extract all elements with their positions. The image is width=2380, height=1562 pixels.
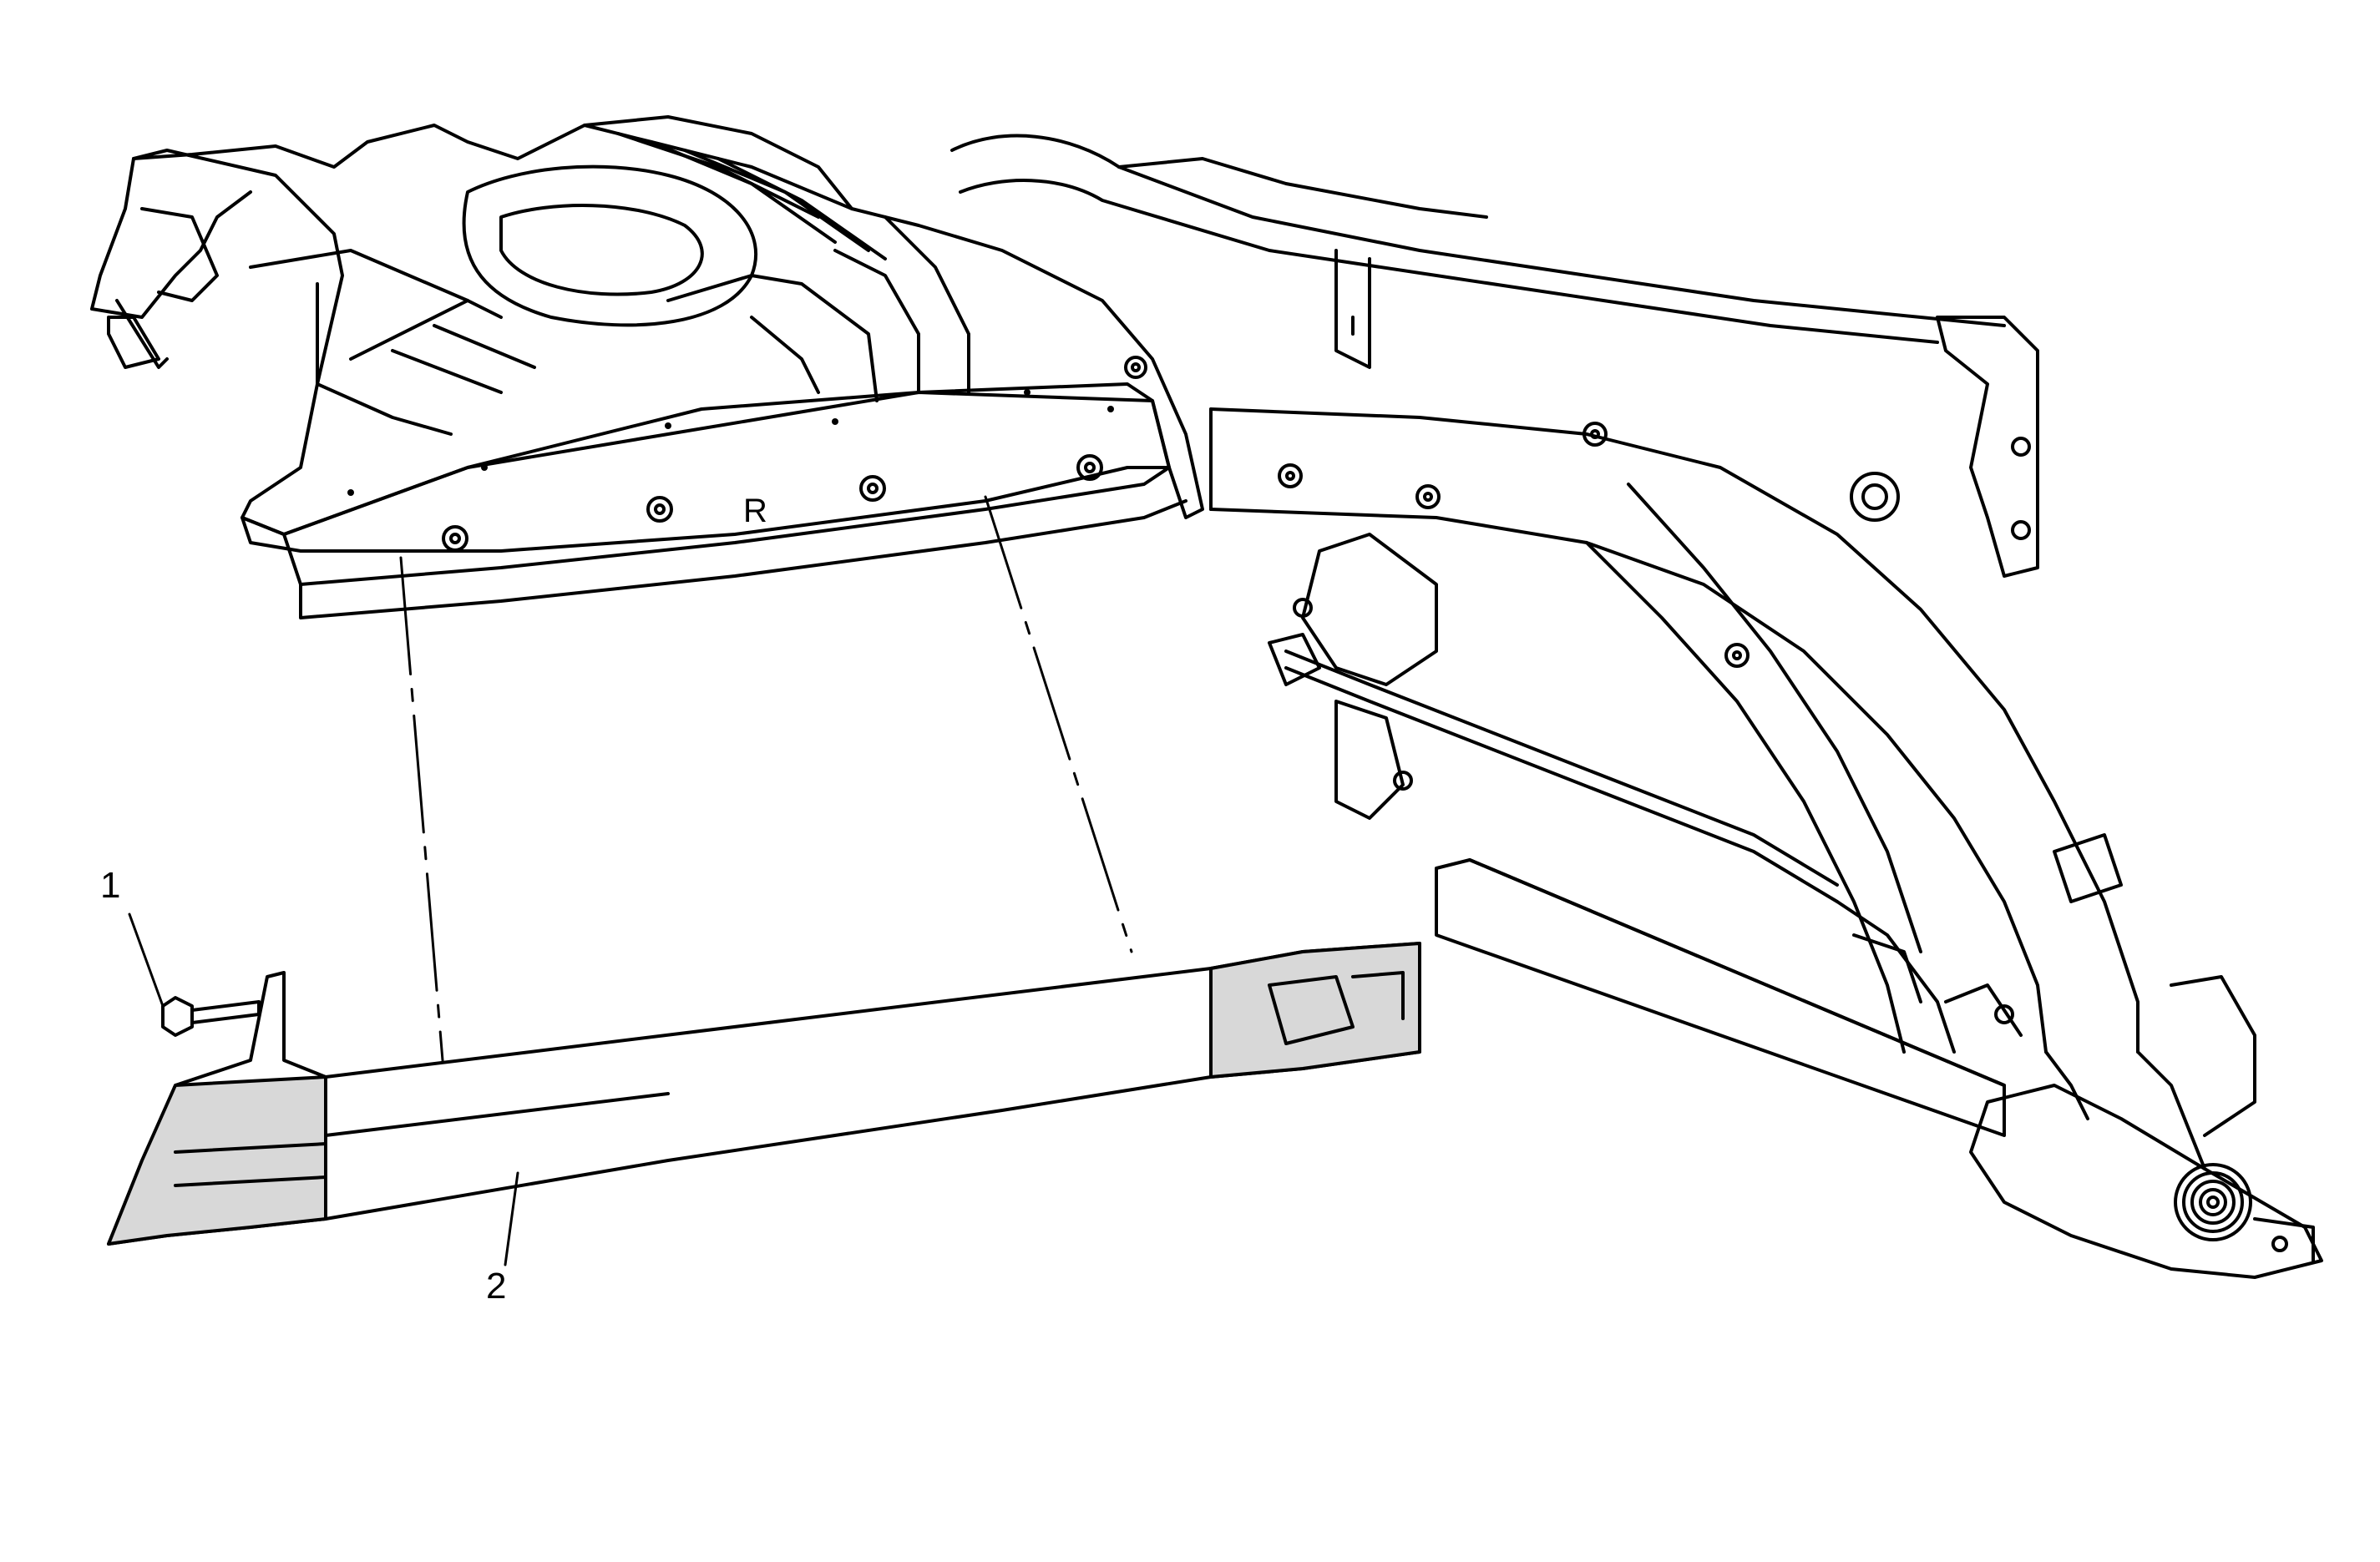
top-frame-assembly xyxy=(90,115,1204,536)
rear-trim-rail xyxy=(107,942,1421,1246)
callout-2-label: 2 xyxy=(486,1266,506,1307)
fastener-bolt xyxy=(161,996,261,1037)
panel-marking-r: R xyxy=(743,493,767,529)
callout-1-label: 1 xyxy=(100,865,120,906)
alignment-leader-lines xyxy=(128,495,1133,1266)
panel-fasteners xyxy=(442,356,1147,552)
upper-trim-panel xyxy=(241,356,1187,619)
panel-holes xyxy=(347,389,1114,496)
coil-spring xyxy=(2174,1163,2252,1241)
right-bow-arm-assembly xyxy=(950,134,2323,1279)
callout-labels: 1 2 R xyxy=(100,493,767,1307)
callout-2-leader xyxy=(504,1171,519,1266)
callout-1-leader xyxy=(128,912,165,1008)
